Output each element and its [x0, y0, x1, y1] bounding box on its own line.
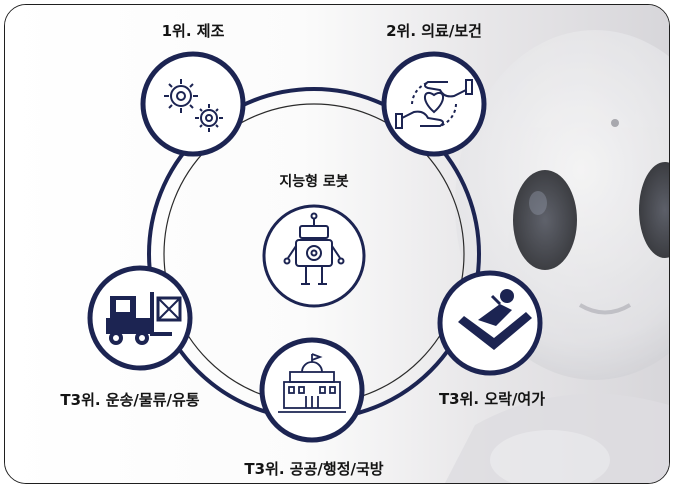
center-label: 지능형 로봇 — [279, 173, 348, 190]
node-label-leisure: T3위. 오락/여가 — [439, 390, 545, 408]
forklift-icon — [106, 292, 182, 345]
node-manufacturing: 1위. 제조 — [140, 22, 246, 157]
node-logistics: T3위. 운송/물류/유통 — [60, 265, 200, 409]
node-label-public: T3위. 공공/행정/국방 — [244, 460, 383, 478]
node-public: T3위. 공공/행정/국방 — [244, 337, 384, 478]
node-label-medical: 2위. 의료/보건 — [386, 22, 482, 40]
node-label-manufacturing: 1위. 제조 — [162, 22, 225, 40]
robot-icon — [283, 212, 345, 285]
gears-icon — [164, 79, 223, 132]
node-leisure: T3위. 오락/여가 — [437, 270, 545, 408]
hands-heart-icon — [395, 79, 473, 129]
node-medical: 2위. 의료/보건 — [381, 22, 487, 157]
node-label-logistics: T3위. 운송/물류/유통 — [60, 391, 199, 409]
person-relaxing-icon — [458, 289, 532, 350]
government-building-icon — [278, 353, 346, 413]
